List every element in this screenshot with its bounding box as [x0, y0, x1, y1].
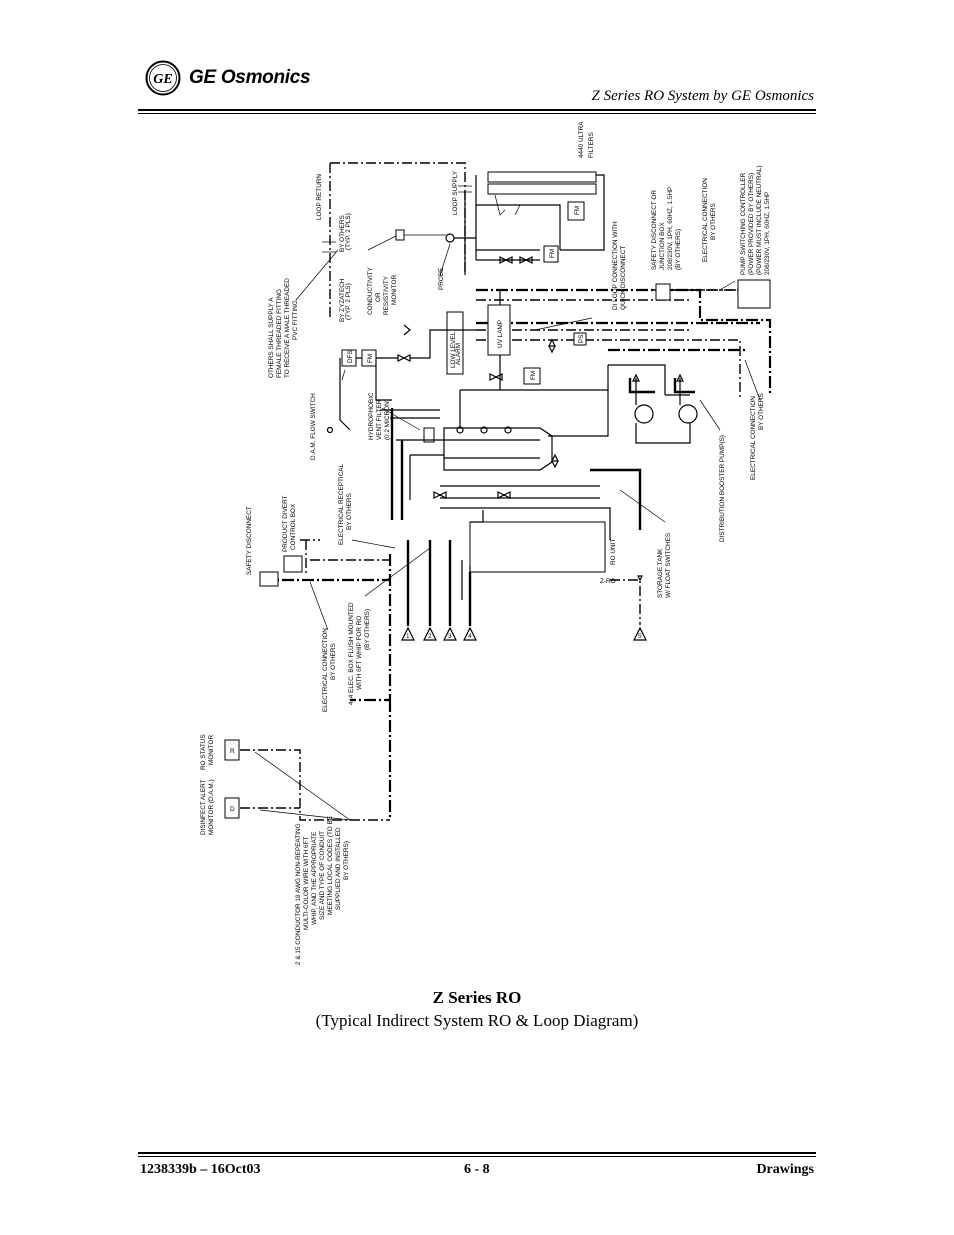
label-uv-lamp: UV LAMP — [497, 320, 504, 348]
label-elec-conn-right-2: BY OTHERS — [758, 393, 765, 430]
footer-section: Drawings — [756, 1162, 814, 1177]
label-pump-ctrl-2: (POWER PROVIDED BY OTHERS) — [748, 173, 755, 275]
label-conductor-4: SIZE AND TYPE OF CONDUIT — [319, 831, 326, 920]
brand-name: GE Osmonics — [189, 67, 311, 88]
label-hydrophobic-3: (0.2 MICRON) — [384, 399, 391, 440]
label-low-level-2: ALARM — [455, 343, 462, 365]
label-ro-unit: RO UNIT — [610, 539, 617, 565]
label-fm: FM — [574, 206, 581, 215]
label-tri-3: 3 — [448, 633, 452, 640]
label-probe: PROBE — [438, 268, 445, 290]
label-typ2: (TYP. 2 PLS) — [345, 213, 352, 250]
label-conductivity-1: CONDUCTIVITY — [367, 266, 374, 315]
label-tri-1: 1 — [406, 633, 410, 640]
label-dfs: DFS — [347, 350, 354, 363]
label-conductor-2: MULTI-COLOR WIRE WITH 6FT — [303, 837, 310, 930]
label-storage-2: W/ FLOAT SWITCHES — [665, 533, 672, 598]
ge-logo-icon: GE — [145, 60, 181, 96]
label-pump-ctrl-1: PUMP SWITCHING CONTROLLER — [740, 172, 747, 275]
footer-doc-number: 1238339b – 16Oct03 — [140, 1162, 261, 1177]
label-by-others: BY OTHERS — [339, 215, 346, 252]
label-elec-recep-2: BY OTHERS — [346, 493, 353, 530]
label-typ1: (TYP. 2 PLS) — [345, 283, 352, 320]
label-di-loop-1: DI LOOP CONNECTION WITH — [612, 221, 619, 310]
label-conductor-1: 2 & 15 CONDUCTOR 18 AWG NON-REPEATING — [295, 823, 302, 965]
header-rule-thin — [138, 113, 816, 114]
label-safety-jb-3: 208/230V, 1PH, 60HZ, 1.5HP — [667, 187, 674, 270]
label-conductor-3: WHIP, AND THE APPROPRIATE — [311, 832, 318, 925]
label-loop-return: LOOP RETURN — [316, 174, 323, 220]
label-elec-box-1: 4x4 ELEC. BOX FLUSH MOUNTED — [348, 602, 355, 705]
document-title: Z Series RO System by GE Osmonics — [591, 88, 814, 104]
label-elec-box-2: WITH 6FT WHIP FOR RO — [356, 616, 363, 690]
svg-text:GE: GE — [153, 72, 172, 87]
label-ps: PS — [578, 334, 585, 343]
label-safety-jb-4: (BY OTHERS) — [675, 229, 682, 270]
label-disinfect-1: DISINFECT ALERT — [200, 779, 207, 835]
label-fm: FM — [530, 371, 537, 380]
header-rule — [138, 109, 816, 111]
label-disinfect-2: MONITOR (D.A.M.) — [208, 779, 215, 835]
diagram-subtitle: (Typical Indirect System RO & Loop Diagr… — [315, 1011, 639, 1030]
label-safety-disconnect: SAFETY DISCONNECT — [246, 506, 253, 575]
label-dam-box: D — [230, 806, 235, 813]
label-elec-box-3: (BY OTHERS) — [364, 609, 371, 650]
label-fm: FM — [549, 249, 556, 258]
label-dist-pumps: DISTRIBUTION BOOSTER PUMP(S) — [719, 435, 726, 542]
label-low-level-1: LOW LEVEL — [450, 331, 457, 368]
label-conductivity-4: MONITOR — [391, 275, 398, 305]
label-ultra-filters-2: FILTERS — [588, 132, 595, 158]
label-conductor-5: MEETING LOCAL CODES (TO BE — [327, 816, 334, 915]
label-ultra-filters-1: 4440 ULTRA — [578, 121, 585, 158]
label-conductor-7: BY OTHERS) — [343, 841, 350, 880]
label-pump-ctrl-3: (POWER MUST INCLUDE NEUTRAL) — [756, 165, 763, 275]
label-elec-conn-right-1: ELECTRICAL CONNECTION — [750, 396, 757, 480]
label-elec-conn-top-2: BY OTHERS — [710, 203, 717, 240]
label-tri-4: 4 — [468, 633, 472, 640]
label-safety-jb-2: JUNCTION BOX — [659, 222, 666, 270]
label-dam-flow: D.A.M. FLOW SWITCH — [310, 393, 317, 460]
label-di-loop-2: QUICK DISCONNECT — [620, 246, 627, 310]
svg-text:Z-RO: Z-RO — [600, 578, 616, 585]
label-safety-jb-1: SAFETY DISCONNECT OR — [651, 190, 658, 270]
label-fm: FM — [367, 354, 374, 363]
label-conductivity-2: OR — [375, 292, 382, 302]
label-others-fitting-1: OTHERS SHALL SUPPLY A — [268, 297, 275, 378]
footer-page-number: 6 - 8 — [464, 1162, 490, 1177]
label-tri-2: 2 — [428, 633, 432, 640]
label-pump-ctrl-4: 208/230V, 1PH, 60HZ, 1.5HP — [764, 192, 771, 275]
label-others-fitting-2: FEMALE THREADED FITTING — [276, 289, 283, 378]
label-tri-5: 5 — [638, 633, 642, 640]
footer-rule — [138, 1152, 816, 1154]
label-elec-conn-left-2: BY OTHERS — [330, 643, 337, 680]
label-elec-conn-top-1: ELECTRICAL CONNECTION — [702, 178, 709, 262]
label-others-fitting-3: TO RECEIVE A MALE THREADED — [284, 278, 291, 378]
label-loop-supply: LOOP SUPPLY — [452, 170, 459, 215]
label-hydrophobic-1: HYDROPHOBIC — [368, 392, 375, 440]
diagram-title: Z Series RO — [432, 988, 522, 1007]
label-product-divert-1: PRODUCT DIVERT — [282, 495, 289, 552]
company-logo: GE GE Osmonics — [145, 60, 311, 96]
footer-rule-thin — [138, 1156, 816, 1157]
label-elec-conn-left-1: ELECTRICAL CONNECTION — [322, 628, 329, 712]
label-others-fitting-4: PVC FITTING — [292, 300, 299, 340]
label-ro-status-2: MONITOR — [208, 735, 215, 765]
label-conductivity-3: RESISTIVITY — [383, 275, 390, 315]
label-product-divert-2: CONTROL BOX — [290, 503, 297, 550]
label-by-zyzatech: BY ZYZATECH — [339, 278, 346, 322]
label-elec-recep-1: ELECTRICAL RECEPTICAL — [338, 463, 345, 545]
label-ro-box: R — [230, 748, 235, 755]
ref-markers: 1 2 3 4 5 — [401, 626, 647, 641]
label-ro-status-1: RO STATUS — [200, 734, 207, 770]
label-hydrophobic-2: VENT FILTER — [376, 399, 383, 440]
label-storage-1: STORAGE TANK — [657, 548, 664, 598]
label-conductor-6: SUPPLIED AND INSTALLED — [335, 827, 342, 910]
